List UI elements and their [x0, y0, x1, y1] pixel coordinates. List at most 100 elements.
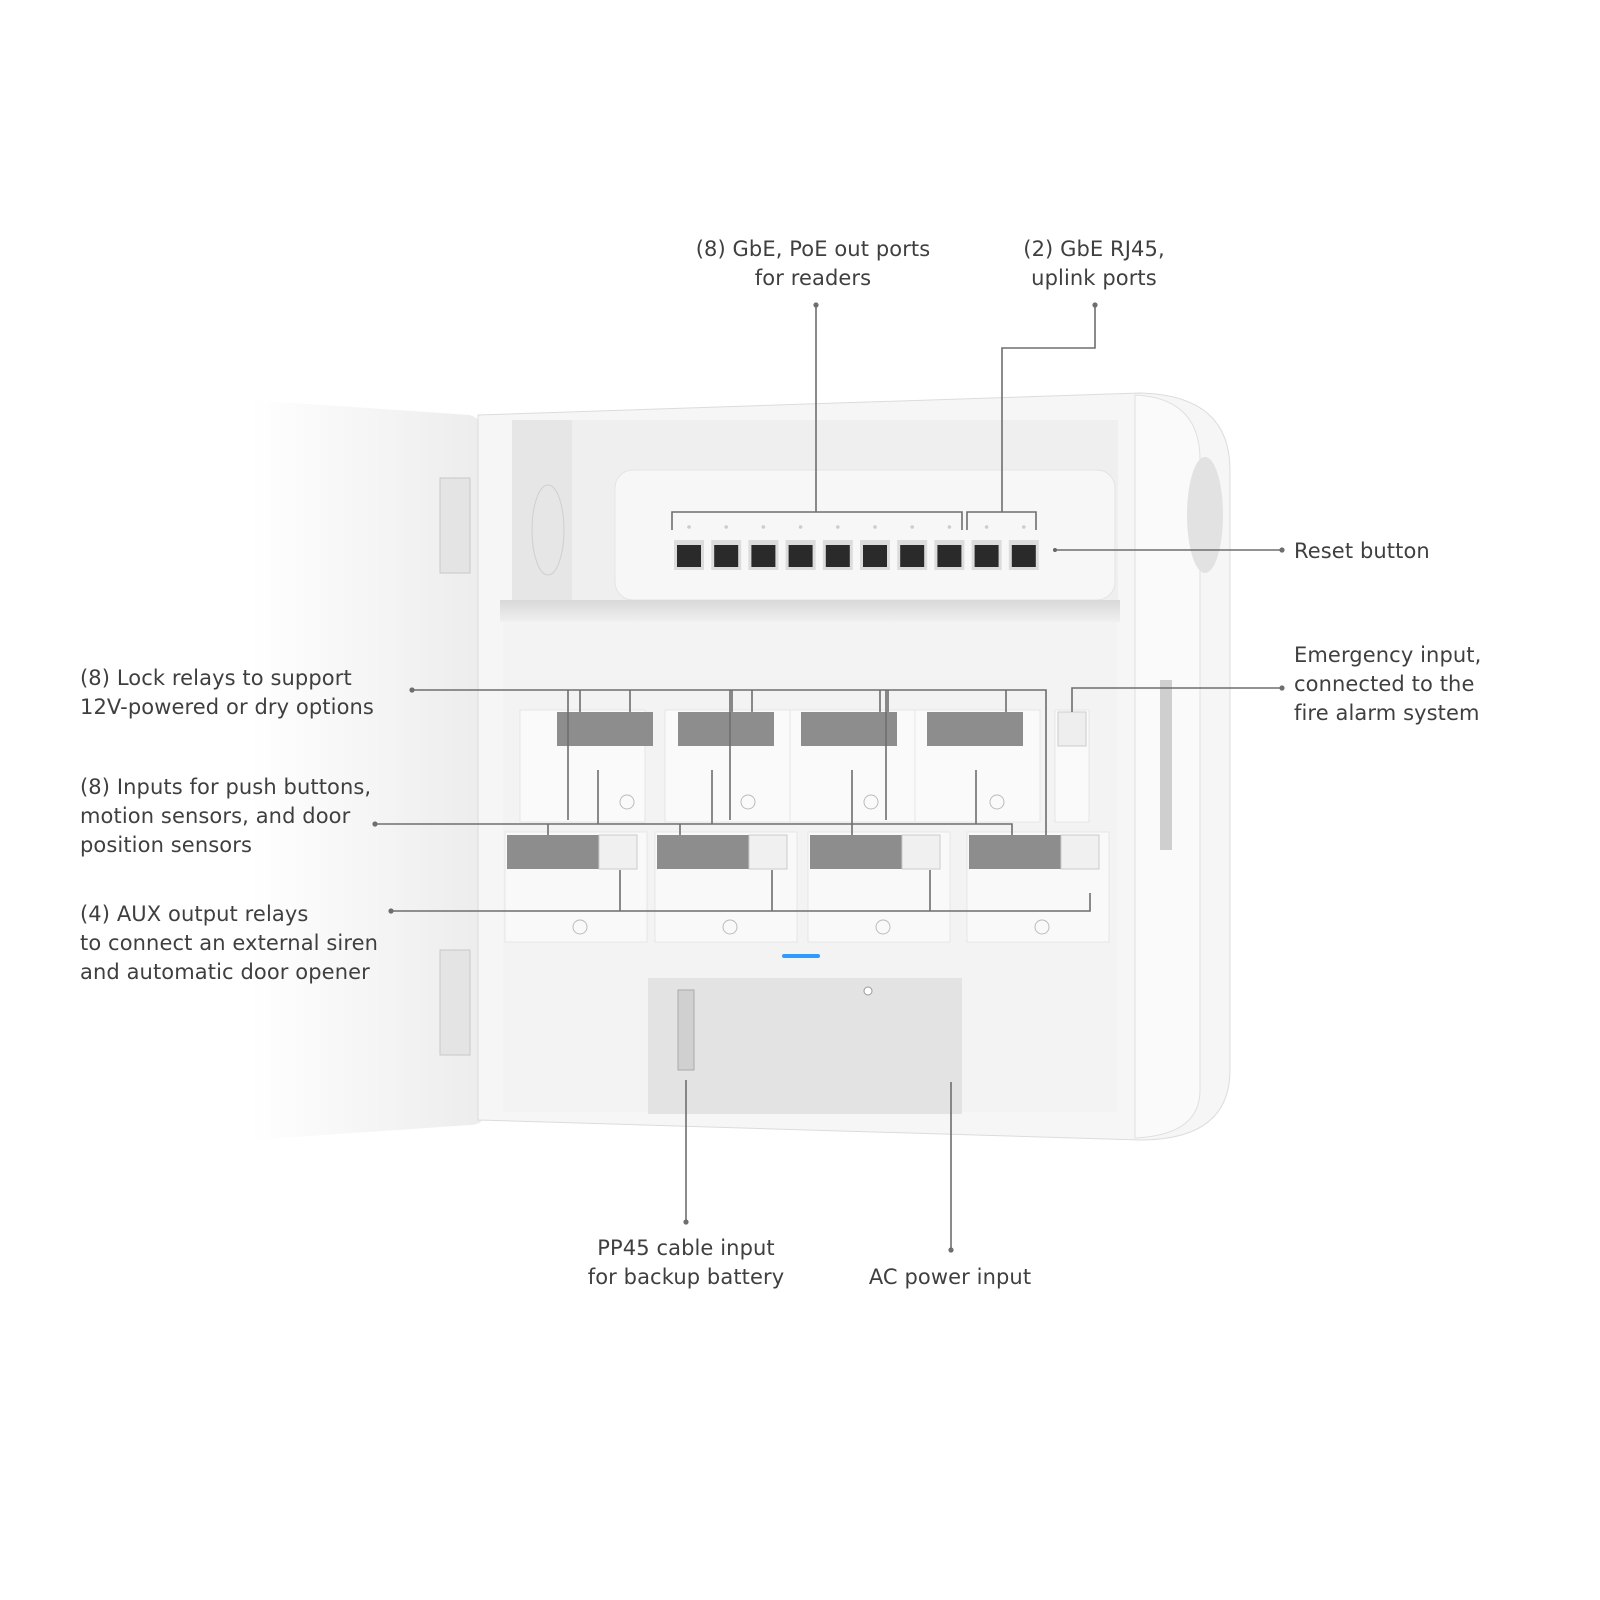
callout-line: (8) GbE, PoE out ports [695, 237, 931, 261]
callout-line: connected to the [1294, 672, 1475, 696]
rj45-port [900, 545, 925, 567]
rj45-port [1011, 545, 1036, 567]
callout-poe-ports: (8) GbE, PoE out ports for readers [696, 235, 931, 293]
callout-line: AC power input [868, 1265, 1032, 1289]
leader-dot [683, 1219, 689, 1225]
leader-line [412, 689, 1047, 835]
port-led [873, 525, 877, 529]
leader-dot [388, 908, 394, 914]
callout-line: fire alarm system [1294, 701, 1480, 725]
port-led [836, 525, 840, 529]
module-knob [989, 794, 1005, 810]
callout-line: motion sensors, and door [80, 804, 351, 828]
terminal-block [810, 835, 902, 869]
port-led [947, 525, 952, 529]
side-latch [1160, 680, 1172, 850]
shelf [500, 600, 1120, 622]
callout-line: Reset button [1294, 539, 1430, 563]
leader-dots [372, 302, 1285, 1253]
terminal-block [678, 712, 774, 746]
emergency-terminal [1057, 711, 1087, 747]
callout-line: (8) Inputs for push buttons, [80, 775, 372, 799]
callout-reset-button: Reset button [1294, 537, 1430, 566]
port-led [724, 525, 728, 529]
aux-terminal [1060, 834, 1100, 870]
power-cutout [648, 978, 962, 1114]
knockout [531, 484, 565, 576]
leader-line [1071, 687, 1282, 712]
open-door [250, 400, 485, 1140]
leader-dot [1092, 302, 1098, 308]
callout-aux-relays: (4) AUX output relays to connect an exte… [80, 900, 378, 987]
port-led [687, 525, 691, 529]
rj45-port [751, 545, 776, 567]
callout-line: for readers [754, 266, 872, 290]
module-knob [875, 919, 891, 935]
callout-ac-power: AC power input [869, 1263, 1031, 1292]
callout-line: (8) Lock relays to support [80, 666, 352, 690]
screw [863, 986, 873, 996]
module-knob [1034, 919, 1050, 935]
rj45-port [788, 545, 813, 567]
port-led [984, 525, 989, 529]
pp45-connector [677, 989, 695, 1071]
terminal-modules [504, 709, 1110, 943]
terminal-block [657, 835, 749, 869]
leader-lines [375, 305, 1282, 1250]
leader-dot [1279, 685, 1285, 691]
module-knob [619, 794, 635, 810]
terminal-block [557, 712, 653, 746]
module-knob [863, 794, 879, 810]
rj45-port [714, 545, 739, 567]
callout-line: to connect an external siren [80, 931, 379, 955]
callout-line: PP45 cable input [597, 1236, 775, 1260]
callout-line: 12V-powered or dry options [80, 695, 374, 719]
terminal-block [927, 712, 1023, 746]
rj45-port [677, 545, 701, 567]
terminal-block [507, 835, 599, 869]
rj45-port [974, 545, 999, 567]
callout-line: (2) GbE RJ45, [1023, 237, 1165, 261]
port-led [1022, 525, 1026, 529]
leader-dot [409, 687, 415, 693]
door-hinge-top [439, 477, 471, 574]
callout-lock-relays: (8) Lock relays to support 12V-powered o… [80, 664, 374, 722]
leader-line [375, 770, 1013, 835]
callout-inputs: (8) Inputs for push buttons, motion sens… [80, 773, 371, 860]
terminal-block [969, 835, 1061, 869]
callout-line: uplink ports [1031, 266, 1157, 290]
port-led [798, 525, 803, 529]
leader-dot [813, 302, 819, 308]
leader-dot [1279, 547, 1285, 553]
aux-terminal [598, 834, 638, 870]
side-knockout [1187, 457, 1223, 573]
leader-line [671, 305, 963, 530]
port-led [761, 525, 766, 529]
callout-line: position sensors [80, 833, 252, 857]
status-led [782, 954, 820, 958]
leader-line [966, 305, 1096, 530]
leader-line [391, 870, 1091, 912]
rj45-port [863, 545, 887, 567]
leader-dot [948, 1247, 954, 1253]
callout-line: and automatic door opener [80, 960, 370, 984]
callout-line: Emergency input, [1294, 643, 1482, 667]
callout-pp45-input: PP45 cable input for backup battery [588, 1234, 785, 1292]
aux-terminal [901, 834, 941, 870]
rj45-port [825, 545, 850, 567]
callout-line: (4) AUX output relays [80, 902, 309, 926]
switch-panel [614, 469, 1116, 601]
cable-gland-area [512, 420, 572, 608]
callout-line: for backup battery [587, 1265, 785, 1289]
port-led [910, 525, 914, 529]
leader-dot [372, 821, 378, 827]
terminal-block [801, 712, 897, 746]
rj45-port [937, 545, 962, 567]
rj45-ports [674, 525, 1039, 570]
module-knob [740, 794, 756, 810]
aux-terminal [748, 834, 788, 870]
module-knob [572, 919, 588, 935]
callout-uplink-ports: (2) GbE RJ45, uplink ports [1023, 235, 1164, 293]
